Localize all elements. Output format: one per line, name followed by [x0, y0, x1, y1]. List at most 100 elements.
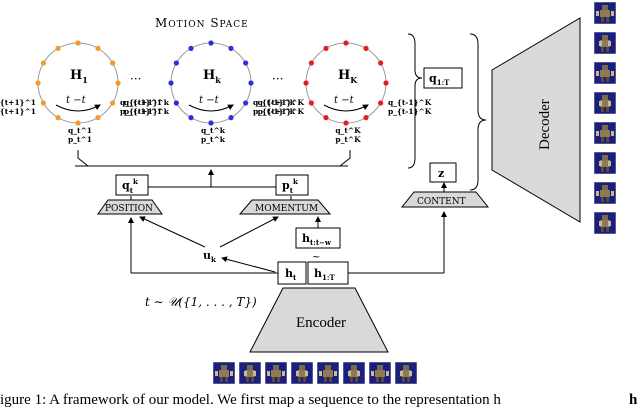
right-brace [339, 150, 351, 167]
sprite-frame [342, 361, 366, 385]
state-point [208, 120, 214, 126]
state-point [115, 80, 121, 86]
sampling-label: t ∼ 𝒰({1, . . . , T}) [145, 295, 257, 309]
current-state-p: p_t^k [201, 135, 226, 144]
content-label: CONTENT [417, 197, 466, 207]
prev-state-p: p_{t-1}^1 [120, 107, 162, 116]
state-point [378, 60, 384, 66]
sprite-frame [593, 1, 617, 25]
state-point [40, 100, 46, 106]
input-frames [212, 361, 418, 385]
state-point [55, 115, 61, 121]
state-point [173, 60, 179, 66]
prev-state-q: q_{t-1}^k [253, 98, 296, 107]
sprite-frame [593, 31, 617, 55]
next-state-q: q_{t+1}^K [258, 98, 305, 107]
state-point [323, 45, 329, 51]
state-point [308, 100, 314, 106]
prev-state-p: p_{t-1}^K [388, 107, 432, 116]
motion-brace [407, 33, 423, 169]
window-sim: ~ [312, 252, 320, 263]
prev-state-p: p_{t-1}^k [253, 107, 296, 116]
sprite-frame [212, 361, 236, 385]
prev-state-q: q_{t-1}^1 [120, 98, 162, 107]
state-point [243, 100, 249, 106]
current-state-q: q_t^k [201, 126, 226, 135]
circle-group-3: HKt −tq_{t+1}^Kp_{t+1}^Kq_{t-1}^Kp_{t-1}… [258, 40, 432, 144]
state-point [323, 115, 329, 121]
sprite-frame [264, 361, 288, 385]
state-point [363, 45, 369, 51]
decoder-label: Decoder [537, 99, 553, 150]
uk-to-momentum [219, 216, 279, 248]
state-point [55, 45, 61, 51]
circle-group-1: H1 t −t q_{t+1}^1p_{t+1}^1 q_{t-1}^1p_{t-1}… [0, 40, 162, 144]
next-state-p: p_{t+1}^K [258, 107, 305, 116]
next-state-p: p_{t+1}^k [124, 107, 170, 116]
qk-box [115, 174, 149, 196]
position-module [97, 199, 163, 215]
output-frames [593, 1, 617, 235]
sprite-frame [593, 91, 617, 115]
sprite-frame [593, 151, 617, 175]
time-label: t −t [66, 95, 87, 106]
current-state-q: q_t^K [335, 126, 361, 135]
momentum-module [238, 199, 332, 215]
z-box [429, 162, 457, 183]
sprite-frame [394, 361, 418, 385]
pk-box [275, 174, 309, 196]
state-point [188, 115, 194, 121]
state-point [383, 80, 389, 86]
next-state-p: p_{t+1}^1 [0, 107, 36, 116]
state-point [75, 40, 81, 46]
state-point [75, 120, 81, 126]
time-arrow [188, 104, 234, 112]
state-point [40, 60, 46, 66]
momentum-label: MOMENTUM [255, 204, 318, 214]
circle-label: Hk [203, 68, 221, 85]
next-state-q: q_{t+1}^k [124, 98, 170, 107]
motion-space-title: MOTION SPACE [155, 16, 249, 30]
state-point [308, 60, 314, 66]
decoder-module [491, 17, 581, 223]
state-point [188, 45, 194, 51]
z-label: z [438, 167, 444, 180]
state-point [35, 80, 41, 86]
ellipsis-left: ··· [130, 72, 141, 86]
current-state-q: q_t^1 [68, 126, 92, 135]
state-point [303, 80, 309, 86]
position-label: POSITION [105, 204, 153, 214]
sprite-frame [238, 361, 262, 385]
state-point [95, 115, 101, 121]
state-point [248, 80, 254, 86]
qseq-box [423, 67, 463, 89]
sprite-frame [316, 361, 340, 385]
sprite-frame [368, 361, 392, 385]
state-point [95, 45, 101, 51]
decoder-brace [469, 33, 487, 191]
state-point [110, 100, 116, 106]
state-point [363, 115, 369, 121]
circle-label: HK [338, 68, 358, 85]
manifold-circles: H1t −tq_{t+1}^1p_{t+1}^1q_{t-1}^1p_{t-1}… [0, 40, 432, 144]
next-state-q: q_{t+1}^1 [0, 98, 36, 107]
caption-text: igure 1: A framework of our model. We fi… [0, 392, 501, 407]
content-module [400, 191, 490, 208]
current-state-p: p_t^K [335, 135, 361, 144]
state-point [110, 60, 116, 66]
uk-to-position [139, 216, 206, 248]
state-point [378, 100, 384, 106]
time-arrow [55, 104, 101, 112]
circle-label: H1 [70, 68, 88, 85]
time-arrow [323, 104, 369, 112]
state-point [168, 80, 174, 86]
state-point [343, 120, 349, 126]
time-label: t −t [334, 95, 355, 106]
ht-to-uk [221, 256, 276, 273]
ellipsis-right: ··· [272, 72, 283, 86]
current-state-p: p_t^1 [68, 135, 92, 144]
encoder-label: Encoder [296, 315, 346, 331]
encoder-module [249, 287, 389, 353]
state-point [228, 115, 234, 121]
